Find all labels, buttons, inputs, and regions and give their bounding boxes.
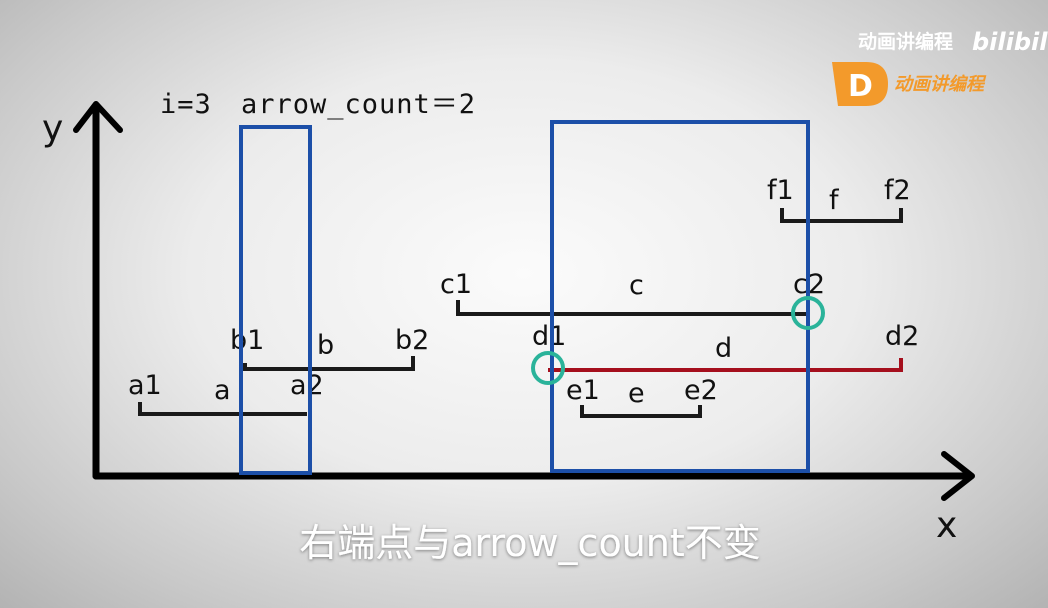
segment-c-name-label: c <box>629 270 644 301</box>
arrow-count-text: arrow_count＝2 <box>241 89 476 120</box>
watermark-channel: 动画讲编程 <box>858 30 953 53</box>
loop-index-text: i=3 <box>160 89 212 120</box>
watermark-platform: bilibili <box>972 28 1048 56</box>
segment-c-start-label: c1 <box>440 269 472 300</box>
segment-d: d1 d d2 <box>532 321 919 372</box>
marker-d1-circle <box>531 351 565 385</box>
segment-d-start-label: d1 <box>532 321 566 352</box>
segment-a-start-label: a1 <box>128 370 162 401</box>
watermark-logo: D 动画讲编程 <box>832 62 987 106</box>
y-axis-label: y <box>42 108 63 149</box>
x-axis-label: x <box>936 505 957 546</box>
window-box-left <box>239 125 312 475</box>
logo-letter: D <box>848 69 873 104</box>
segment-f-name-label: f <box>829 185 840 216</box>
segment-d-name-label: d <box>715 333 732 364</box>
segment-e-end-label: e2 <box>684 375 718 406</box>
segment-b-end-label: b2 <box>395 325 429 356</box>
axes: y x <box>42 101 975 546</box>
logo-text: 动画讲编程 <box>894 74 987 95</box>
segment-e-line <box>580 405 702 418</box>
segment-f-end-label: f2 <box>884 175 911 206</box>
segment-a-name-label: a <box>214 375 231 406</box>
segment-a-end-label: a2 <box>290 370 324 401</box>
segment-e-start-label: e1 <box>566 375 600 406</box>
segment-f: f1 f f2 <box>767 175 911 223</box>
subtitle-caption: 右端点与arrow_count不变 <box>299 521 761 565</box>
segment-b: b1 b b2 <box>230 325 429 371</box>
x-axis-arrow <box>941 451 975 501</box>
segment-f-line <box>780 208 903 223</box>
segment-b-name-label: b <box>317 330 334 361</box>
segment-c: c1 c c2 <box>440 269 825 316</box>
segment-f-start-label: f1 <box>767 175 794 206</box>
segment-b-line <box>243 356 415 371</box>
segment-c-line <box>456 300 808 316</box>
segment-b-start-label: b1 <box>230 325 264 356</box>
segment-e: e1 e e2 <box>566 375 718 418</box>
segment-e-name-label: e <box>628 378 645 409</box>
segment-d-line <box>548 358 903 372</box>
segment-d-end-label: d2 <box>885 321 919 352</box>
marker-c2-circle <box>791 296 825 330</box>
y-axis-arrow <box>73 101 123 133</box>
logo-d-shape <box>832 62 888 106</box>
segment-a: a1 a a2 <box>128 370 324 416</box>
segment-a-line <box>138 402 307 416</box>
